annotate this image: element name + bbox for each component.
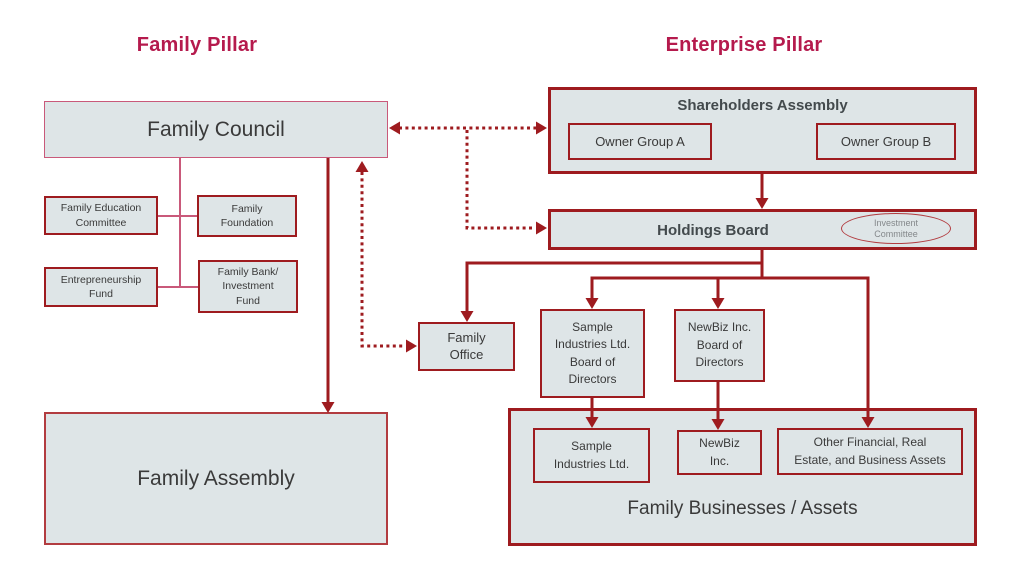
arrowhead-into-family-council (389, 121, 400, 135)
other-assets-label: Other Financial, Real Estate, and Busine… (794, 435, 946, 467)
newbiz-board-label: NewBiz Inc. Board of Directors (687, 320, 752, 370)
arrowhead-into-family-office (460, 311, 474, 322)
entrepreneurship-fund-label: Entrepreneurship Fund (60, 273, 142, 300)
family-assembly-label: Family Assembly (137, 466, 295, 490)
family-bank-investment-fund-label: Family Bank/ Investment Fund (217, 266, 279, 307)
family-council-label: Family Council (147, 117, 285, 141)
node-other-assets: Other Financial, Real Estate, and Busine… (777, 428, 963, 475)
arrowhead-into-shareholders (536, 121, 547, 135)
dotted-council-family-office (360, 172, 405, 348)
node-family-foundation: Family Foundation (197, 195, 297, 237)
node-newbiz-inc: NewBiz Inc. (677, 430, 762, 475)
owner-group-b-label: Owner Group B (840, 134, 932, 149)
newbiz-inc-label: NewBiz Inc. (699, 436, 740, 468)
investment-committee-label: Investment Committee (873, 217, 919, 239)
node-family-council: Family Council (44, 101, 388, 158)
arrowhead-dotted-into-holdings (536, 221, 547, 235)
family-pillar-title: Family Pillar (136, 34, 258, 56)
owner-group-a-label: Owner Group A (595, 134, 685, 149)
sample-industries-label: Sample Industries Ltd. (553, 439, 630, 471)
family-businesses-assets-label: Family Businesses / Assets (627, 498, 858, 519)
arrowhead-into-newbiz-board (711, 298, 725, 309)
node-family-assembly: Family Assembly (44, 412, 388, 545)
investment-committee-oval: Investment Committee (841, 213, 951, 244)
node-owner-group-a: Owner Group A (568, 123, 712, 160)
family-office-label: Family Office (447, 329, 486, 362)
node-owner-group-b: Owner Group B (816, 123, 956, 160)
family-foundation-label: Family Foundation (220, 202, 274, 229)
node-entrepreneurship-fund: Entrepreneurship Fund (44, 267, 158, 307)
node-sample-industries-board: Sample Industries Ltd. Board of Director… (540, 309, 645, 398)
arrowhead-into-holdings-board (755, 198, 769, 209)
node-family-education-committee: Family Education Committee (44, 196, 158, 235)
family-education-committee-label: Family Education Committee (60, 202, 142, 229)
dotted-branch-to-holdings (465, 130, 535, 230)
node-family-bank-investment-fund: Family Bank/ Investment Fund (198, 260, 298, 313)
arrowhead-into-sample-board (585, 298, 599, 309)
node-sample-industries: Sample Industries Ltd. (533, 428, 650, 483)
arrowhead-dotted-into-council (355, 161, 369, 172)
line-holdings-to-family-office (465, 261, 762, 311)
node-family-office: Family Office (418, 322, 515, 371)
enterprise-pillar-title: Enterprise Pillar (665, 34, 823, 56)
shareholders-assembly-label: Shareholders Assembly (677, 97, 848, 114)
holdings-board-label: Holdings Board (657, 222, 769, 239)
node-newbiz-board: NewBiz Inc. Board of Directors (674, 309, 765, 382)
arrowhead-dotted-into-family-office (406, 339, 417, 353)
sample-industries-board-label: Sample Industries Ltd. Board of Director… (554, 319, 631, 386)
